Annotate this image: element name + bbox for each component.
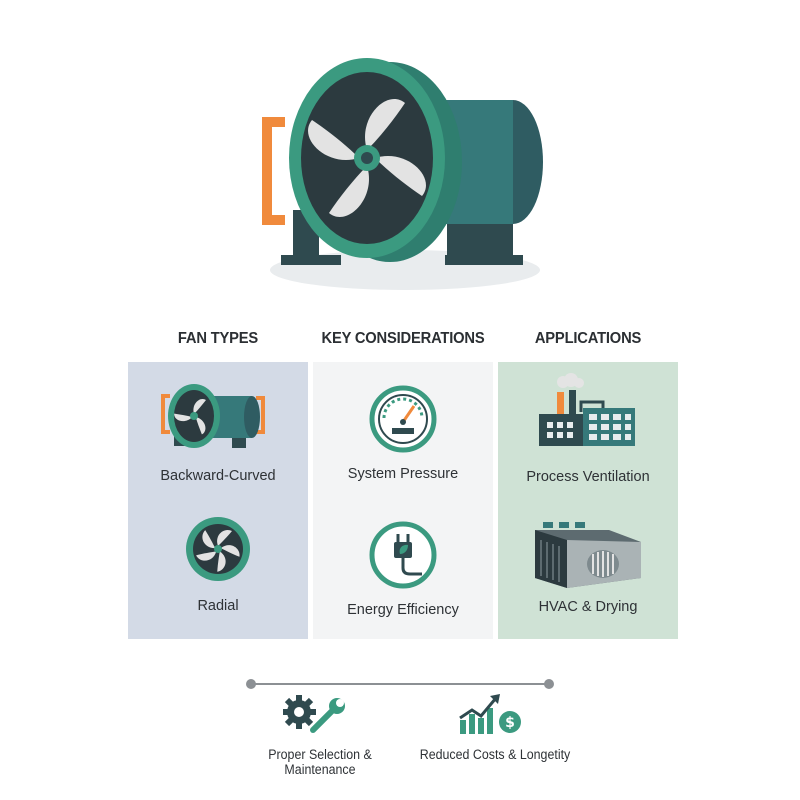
- growth-chart-dollar-icon: $: [459, 694, 521, 734]
- hvac-unit-icon: [535, 522, 641, 588]
- fan-types-heading: FAN TYPES: [177, 330, 259, 347]
- outcome-label-costs: Reduced Costs & Longetity: [419, 747, 571, 762]
- factory-icon: [539, 373, 635, 446]
- key-considerations-heading: KEY CONSIDERATIONS: [321, 330, 485, 347]
- applications-heading: APPLICATIONS: [534, 330, 642, 347]
- consideration-label: System Pressure: [347, 466, 459, 482]
- small-centrifugal-fan-icon: [161, 384, 265, 448]
- application-label: HVAC & Drying: [538, 599, 638, 615]
- centrifugal-fan-hero-icon: [262, 58, 543, 265]
- radial-fan-icon: [186, 517, 250, 581]
- consideration-label: Energy Efficiency: [347, 602, 459, 618]
- outcome-timeline: [246, 679, 554, 689]
- outcome-label-maintenance: Proper Selection & Maintenance: [268, 747, 372, 777]
- applications-panel: Process Ventilation HVAC & Drying: [498, 362, 678, 639]
- gear-wrench-icon: [283, 695, 345, 733]
- svg-text:$: $: [505, 715, 515, 731]
- fan-types-panel: Backward-Curved Radial: [128, 362, 308, 639]
- energy-plug-leaf-icon: [369, 521, 437, 589]
- key-considerations-panel: System Pressure Energy Efficiency: [313, 362, 493, 639]
- pressure-gauge-icon: [369, 385, 437, 453]
- fan-type-label: Backward-Curved: [160, 468, 276, 484]
- application-label: Process Ventilation: [526, 469, 650, 485]
- fan-type-label: Radial: [197, 598, 239, 614]
